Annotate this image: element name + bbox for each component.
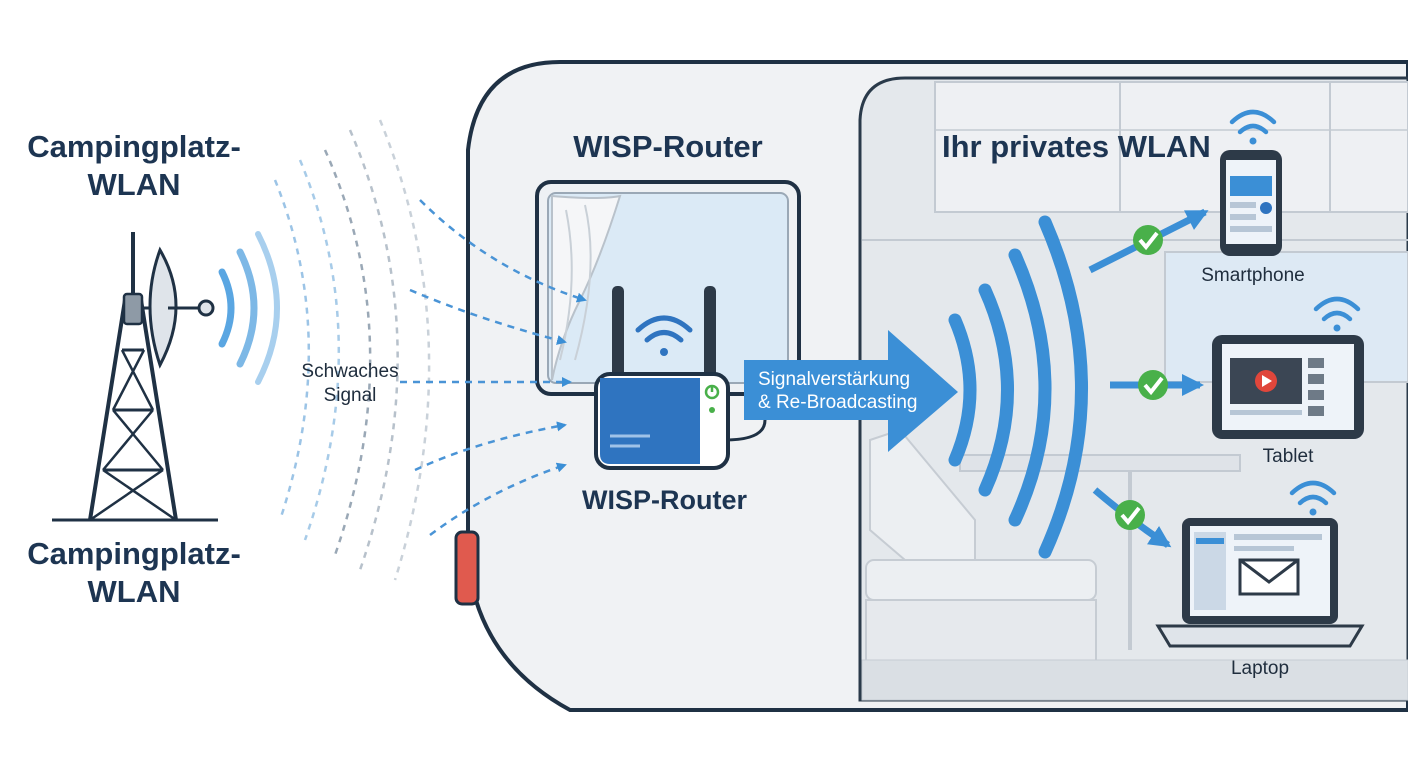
tail-light — [454, 530, 480, 606]
wifi-icon — [1229, 109, 1277, 145]
broadcast-waves — [948, 215, 1088, 559]
check-icon — [1133, 225, 1163, 255]
tower-title-bottom: Campingplatz- WLAN — [14, 535, 254, 611]
tower-title-bottom-line2: WLAN — [87, 574, 181, 609]
tower-title-top-line2: WLAN — [87, 167, 181, 202]
wifi-icon — [1313, 296, 1361, 332]
tower-title-top: Campingplatz- WLAN — [14, 128, 254, 204]
router-label: WISP-Router — [582, 485, 747, 515]
weak-signal-line1: Schwaches — [301, 361, 399, 382]
tower-signal-waves — [218, 231, 280, 385]
private-wlan-title: Ihr privates WLAN — [942, 129, 1211, 164]
boost-arrow-label: Signalverstärkung & Re-Broadcasting — [758, 368, 917, 414]
weak-signal-label: Schwaches Signal — [290, 360, 410, 408]
check-icon — [1115, 500, 1145, 530]
boost-arrow-line1: Signalverstärkung — [758, 369, 911, 390]
boost-arrow-line2: & Re-Broadcasting — [758, 392, 918, 413]
wifi-icon — [635, 315, 693, 356]
router-title: WISP-Router — [573, 129, 763, 164]
check-icons — [1115, 225, 1168, 530]
tower-title-bottom-line1: Campingplatz- — [27, 536, 241, 571]
incoming-signal-arrows — [400, 199, 587, 537]
antenna-tower — [52, 232, 218, 522]
tablet-device — [1212, 296, 1364, 439]
laptop-device — [1155, 480, 1365, 648]
boost-arrow — [744, 330, 958, 452]
wifi-icon — [1289, 480, 1337, 516]
device-label-tablet: Tablet — [1262, 446, 1314, 467]
weak-signal-arcs — [273, 119, 431, 581]
device-label-laptop: Laptop — [1230, 658, 1290, 679]
router-antenna-left — [612, 286, 624, 386]
tower-title-top-line1: Campingplatz- — [27, 129, 241, 164]
weak-signal-line2: Signal — [323, 385, 377, 406]
device-label-smartphone: Smartphone — [1201, 265, 1305, 286]
router-antenna-right — [704, 286, 716, 386]
wisp-router-device — [594, 286, 767, 470]
smartphone-device — [1220, 109, 1282, 256]
check-icon — [1138, 370, 1168, 400]
